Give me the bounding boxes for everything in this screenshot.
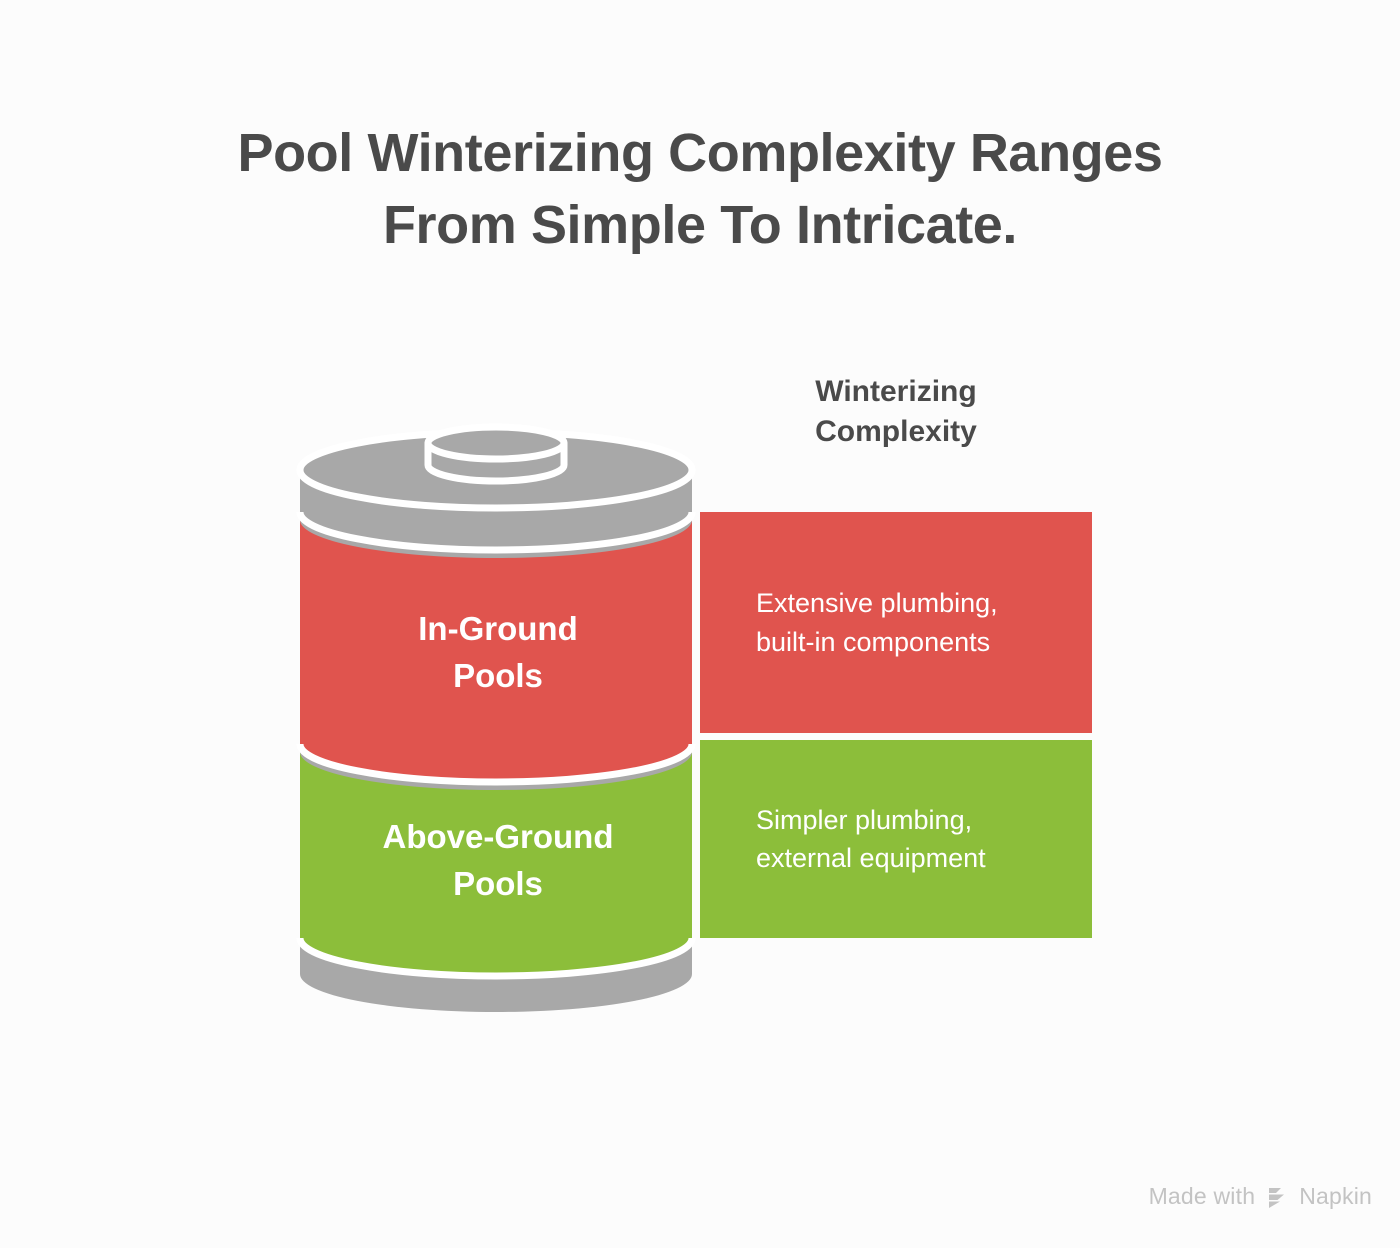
detail-above-ground-line-1: Simpler plumbing, [756,804,973,835]
detail-in-ground-line-2: built-in components [756,626,991,657]
column-header-line-2: Complexity [815,414,977,448]
separator-red-green [296,743,696,786]
watermark-brand: Napkin [1299,1183,1372,1209]
stacked-cylinder-chart-icon [296,423,696,1012]
detail-panel-in-ground: Extensive plumbing, built-in components [700,512,1092,733]
page-title-line-1: Pool Winterizing Complexity Ranges [237,123,1163,183]
cylinder-segment-above-ground [300,752,692,976]
napkin-logo-icon [1269,1187,1285,1208]
napkin-watermark: Made with Napkin [1149,1183,1372,1210]
detail-above-ground-line-2: external equipment [756,843,986,873]
cylinder-label-in-ground-line-1: In-Ground [418,610,578,647]
detail-panel-in-ground-text: Extensive plumbing, built-in components [756,584,998,661]
page-title: Pool Winterizing Complexity Ranges From … [0,118,1400,262]
watermark-prefix: Made with [1148,1183,1256,1209]
cylinder-label-in-ground: In-Ground Pools [300,606,696,700]
separator-green-base [296,937,696,980]
cylinder-label-above-ground: Above-Ground Pools [300,814,696,908]
page-title-line-2: From Simple To Intricate. [382,194,1018,255]
detail-panel-above-ground-text: Simpler plumbing, external equipment [756,801,986,878]
cylinder-segment-in-ground [300,520,692,782]
cylinder-label-above-ground-line-1: Above-Ground [382,818,614,855]
detail-panel-above-ground: Simpler plumbing, external equipment [700,740,1092,938]
cylinder-label-above-ground-line-2: Pools [453,864,543,902]
cylinder-label-in-ground-line-2: Pools [453,656,543,694]
detail-in-ground-line-1: Extensive plumbing, [756,588,998,619]
column-header-line-1: Winterizing [815,375,977,408]
separator-cap-red [296,511,696,554]
cylinder-knob-icon [424,423,568,485]
column-header-winterizing-complexity: Winterizing Complexity [700,372,1092,452]
